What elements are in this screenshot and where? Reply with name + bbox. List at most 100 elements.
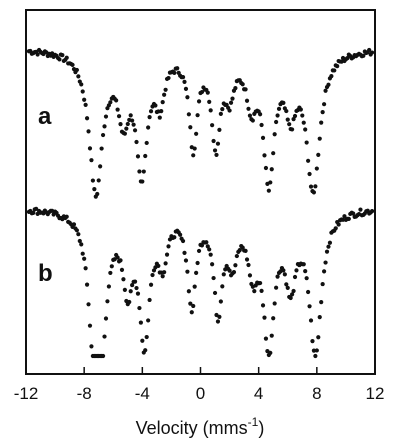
data-point-a <box>250 118 255 123</box>
data-point-a <box>212 148 218 153</box>
data-point-a <box>191 153 196 158</box>
data-point-b <box>210 262 215 267</box>
data-point-a <box>300 113 305 118</box>
data-point-b <box>31 210 36 215</box>
data-point-b <box>103 316 109 321</box>
data-point-b <box>268 350 273 355</box>
data-point-b <box>281 268 286 273</box>
data-point-a <box>284 108 289 114</box>
data-point-a <box>153 103 158 108</box>
data-point-b <box>74 228 79 233</box>
data-point-a <box>244 98 250 103</box>
data-point-a <box>102 124 107 129</box>
data-point-a <box>271 151 276 156</box>
data-point-b <box>290 292 295 297</box>
data-point-a <box>79 82 84 87</box>
data-point-a <box>217 127 222 132</box>
data-point-b <box>262 315 267 320</box>
data-point-b <box>218 299 223 304</box>
data-point-a <box>86 129 91 134</box>
data-point-a <box>317 136 322 141</box>
data-point-b <box>369 208 375 214</box>
data-point-a <box>118 122 123 127</box>
data-point-b <box>135 291 141 296</box>
x-axis-label: Velocity (mms-1) <box>136 415 265 438</box>
data-point-b <box>118 258 123 263</box>
data-point-b <box>258 280 263 286</box>
data-point-b <box>274 285 279 290</box>
data-point-b <box>227 268 232 273</box>
data-point-a <box>233 86 238 91</box>
data-point-b <box>244 257 250 262</box>
data-point-a <box>144 140 149 146</box>
data-point-a <box>108 100 113 105</box>
data-point-a <box>262 153 267 158</box>
data-point-b <box>162 270 167 275</box>
data-point-b <box>221 272 226 277</box>
data-point-b <box>303 268 308 274</box>
data-point-a <box>322 102 327 107</box>
data-point-a <box>298 107 303 112</box>
data-point-b <box>182 250 187 255</box>
data-point-a <box>274 119 279 125</box>
data-point-b <box>304 276 309 281</box>
data-point-b <box>333 226 338 231</box>
data-point-a <box>116 114 122 119</box>
data-point-b <box>252 289 257 294</box>
data-point-b <box>327 240 333 245</box>
x-tick-label: 12 <box>366 384 385 403</box>
data-point-b <box>164 252 170 257</box>
data-point-b <box>246 262 251 268</box>
data-point-a <box>141 169 146 174</box>
x-tick-label: -4 <box>135 384 150 403</box>
data-point-a <box>329 74 334 79</box>
data-point-a <box>306 158 311 163</box>
data-point-a <box>166 75 171 81</box>
data-point-a <box>320 110 325 115</box>
data-point-b <box>288 295 293 301</box>
data-point-a <box>228 100 234 105</box>
x-axis-label-close: ) <box>258 418 264 438</box>
data-point-b <box>291 288 296 294</box>
data-point-a <box>140 179 145 184</box>
data-point-a <box>124 126 129 131</box>
data-point-b <box>143 348 148 353</box>
data-point-b <box>83 266 88 271</box>
data-point-b <box>284 282 289 287</box>
data-point-a <box>263 165 269 171</box>
data-point-b <box>307 304 312 309</box>
data-point-a <box>96 178 101 183</box>
data-point-b <box>150 272 155 278</box>
data-point-b <box>77 238 82 244</box>
data-point-b <box>320 281 325 287</box>
data-point-a <box>122 131 127 136</box>
data-point-a <box>131 122 136 127</box>
data-point-a <box>172 70 177 75</box>
data-point-a <box>323 88 328 93</box>
data-point-a <box>87 146 93 151</box>
data-point-a <box>215 141 221 146</box>
data-point-a <box>90 178 95 183</box>
data-point-b <box>140 338 145 343</box>
data-point-a <box>157 115 162 120</box>
data-point-a <box>345 55 350 61</box>
data-point-a <box>369 50 375 55</box>
data-point-a <box>99 146 104 151</box>
data-point-a <box>311 190 317 195</box>
x-tick-label: 0 <box>196 384 205 403</box>
data-point-a <box>57 57 62 62</box>
data-point-b <box>358 207 363 212</box>
data-point-a <box>80 89 85 94</box>
data-point-a <box>258 112 263 117</box>
data-point-b <box>137 305 142 311</box>
data-point-b <box>147 297 152 303</box>
data-point-a <box>211 138 216 144</box>
data-point-b <box>285 285 290 290</box>
panel-label-b: b <box>38 260 53 287</box>
data-point-b <box>212 290 218 296</box>
panel-label-a: a <box>38 103 52 130</box>
data-point-a <box>125 121 130 127</box>
data-point-b <box>282 272 287 277</box>
data-point-b <box>271 316 276 321</box>
